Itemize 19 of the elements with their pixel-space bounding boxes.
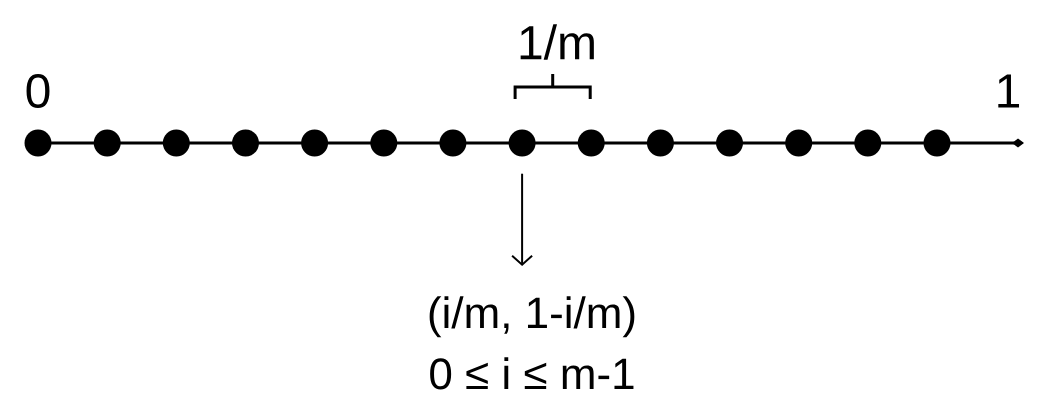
dot [301, 129, 329, 157]
axis-label: 0 [26, 74, 50, 108]
dot [232, 129, 259, 157]
dot [370, 129, 398, 157]
dot [716, 129, 743, 157]
annotation-text: (i/m, 1-i/m) 0 ≤ i ≤ m-1 [429, 296, 635, 390]
axis-label: 1 [998, 74, 1019, 108]
dot [439, 129, 467, 157]
dot [162, 129, 190, 157]
dot [508, 129, 536, 157]
arrow [511, 172, 534, 266]
dot [854, 129, 882, 157]
dot [785, 129, 813, 157]
bracket-label: 1/m [520, 24, 594, 60]
dot [93, 129, 121, 157]
dot [923, 129, 951, 157]
dot [646, 129, 674, 157]
dot [577, 129, 605, 157]
dot [24, 129, 52, 157]
